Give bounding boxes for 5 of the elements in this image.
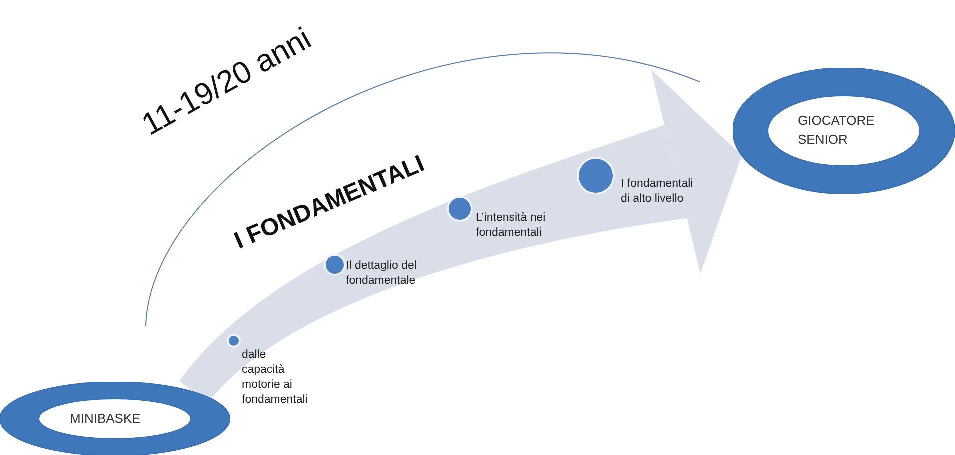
milestone-text: Il dettaglio del fondamentale xyxy=(346,259,418,289)
stage-label: MINIBASKE xyxy=(70,410,142,428)
milestone-text: I fondamentali di alto livello xyxy=(621,177,694,207)
milestone-text: L’intensità nei fondamentali xyxy=(476,211,547,241)
stage-label: GIOCATORE SENIOR xyxy=(798,112,876,149)
